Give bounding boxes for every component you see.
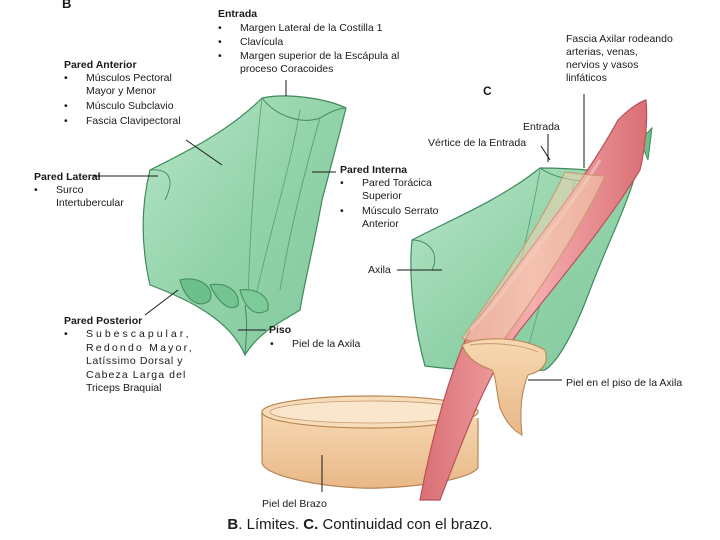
piso-item: Piel de la Axila [270, 338, 360, 351]
pared-posterior-title: Pared Posterior [64, 315, 143, 327]
pared-lateral-item-cont: Intertubercular [56, 197, 124, 209]
fascia-label-line: linfáticos [566, 72, 607, 84]
entrada-c-label: Entrada [523, 121, 560, 133]
pared-interna-item-cont: Anterior [362, 218, 399, 230]
entrada-item: Clavícula [218, 36, 283, 49]
pared-anterior-item: Fascia Clavipectoral [64, 115, 180, 128]
pared-posterior-text: Subescapular, Redondo Mayor, Latíssimo D… [86, 328, 198, 396]
panel-label-b: B [62, 0, 72, 11]
pared-posterior-line: Triceps Braquial [86, 382, 162, 394]
pared-interna-item-cont: Superior [362, 190, 402, 202]
entrada-item: Margen Lateral de la Costilla 1 [218, 22, 382, 35]
axila-label: Axila [368, 264, 391, 276]
pared-anterior-item-cont: Mayor y Menor [86, 85, 157, 97]
pared-lateral-title: Pared Lateral [34, 171, 101, 183]
pared-posterior-line: Subescapular, [86, 328, 192, 340]
figure-caption: B. Límites. C. Continuidad con el brazo. [0, 516, 720, 533]
axilla-pyramid-b [142, 95, 347, 357]
vertice-label: Vértice de la Entrada [428, 137, 527, 149]
fascia-label-line: arterias, venas, [566, 46, 638, 58]
piel-piso-label: Piel en el piso de la Axila [566, 377, 683, 389]
entrada-item-cont: proceso Coracoides [240, 63, 334, 75]
piel-brazo-label: Piel del Brazo [262, 498, 327, 510]
pared-interna-item: Pared Torácica [340, 177, 432, 190]
fascia-label-line: Fascia Axilar rodeando [566, 33, 673, 45]
fascia-label-line: nervios y vasos [566, 59, 639, 71]
leader-lines [92, 80, 585, 492]
axillary-floor-skin [461, 338, 547, 436]
bullet-icon: • [64, 328, 68, 340]
entrada-title: Entrada [218, 8, 258, 20]
caption-b-text: . Límites. [238, 516, 300, 533]
pared-interna-item: Músculo Serrato [340, 205, 439, 218]
caption-b-letter: B [227, 516, 239, 533]
arm-skin-cylinder [261, 395, 479, 489]
caption-c-letter: C. [303, 516, 319, 533]
pared-lateral-item: Surco [34, 184, 84, 197]
pared-posterior-line: Latíssimo Dorsal y [86, 355, 184, 367]
panel-label-c: C [483, 84, 492, 98]
pared-posterior-line: Redondo Mayor, [86, 341, 194, 354]
pared-anterior-title: Pared Anterior [64, 59, 137, 71]
entrada-item: Margen superior de la Escápula al [218, 50, 399, 63]
pared-posterior-line: Cabeza Larga del [86, 368, 187, 381]
pared-anterior-item: Músculo Subclavio [64, 100, 173, 113]
pared-interna-title: Pared Interna [340, 164, 408, 176]
piso-title: Piso [269, 324, 292, 336]
pared-anterior-item: Músculos Pectoral [64, 72, 172, 85]
caption-c-text: Continuidad con el brazo. [318, 516, 493, 533]
